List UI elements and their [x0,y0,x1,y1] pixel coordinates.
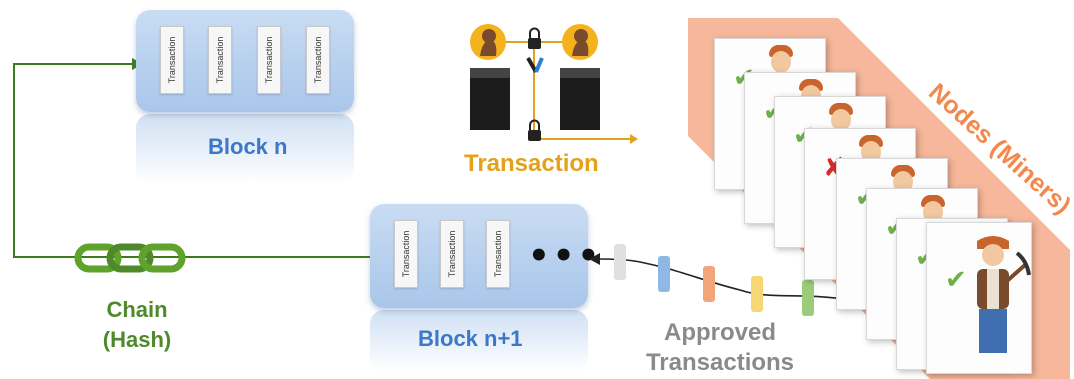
miner-face-icon [771,51,791,73]
chain-label-line2: (Hash) [102,327,172,352]
block-n1-transaction: Transaction [394,220,418,288]
block-n1-transaction: Transaction [486,220,510,288]
approved-label-line1: Approved [663,319,776,346]
chain-link-icon [74,243,186,273]
chain-label: Chain (Hash) [82,295,192,355]
approved-transaction-pill [658,256,670,292]
miner-face-icon [923,201,943,223]
transaction-label: Transaction [464,150,599,177]
approved-transaction-pill [751,276,763,312]
block-n-transaction: Transaction [306,26,330,94]
block-n-transaction: Transaction [208,26,232,94]
miner-face-icon [893,171,913,193]
approved-transactions-label: Approved Transactions [630,318,810,378]
approved-label-line2: Transactions [645,349,795,376]
node-card-miner: ✔ [926,222,1032,374]
transaction-illustration [470,24,638,144]
block-n-transaction: Transaction [257,26,281,94]
approved-transaction-pill [614,244,626,280]
chain-label-line1: Chain [106,297,168,322]
block-n-reflection [136,114,354,184]
miner-face-icon [831,109,851,131]
block-n: Transaction Transaction Transaction Tran… [136,10,354,112]
block-n1: Transaction Transaction Transaction ••• [370,204,599,308]
block-n1-transaction: Transaction [440,220,464,288]
miner-face-icon [861,141,881,163]
block-n1-reflection [370,310,588,372]
approved-transaction-pill [703,266,715,302]
approved-transaction-pill [802,280,814,316]
block-n-label: Block n [208,134,288,159]
block-n1-label: Block n+1 [418,326,523,351]
check-icon: ✔ [945,265,967,295]
miner-icon [977,236,1031,353]
block-n-transaction: Transaction [160,26,184,94]
